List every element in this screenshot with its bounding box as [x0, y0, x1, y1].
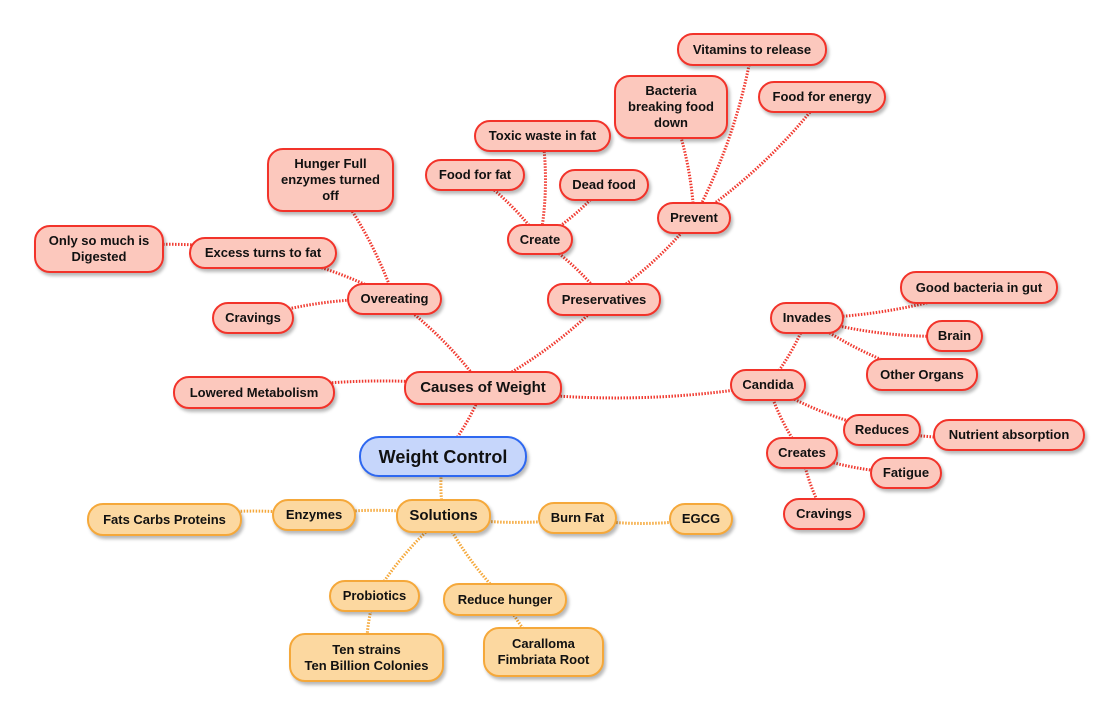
link-create-toxic_waste: [538, 135, 547, 240]
node-reduces[interactable]: Reduces: [843, 414, 921, 446]
node-creates[interactable]: Creates: [766, 437, 838, 469]
node-brain[interactable]: Brain: [926, 320, 983, 352]
node-probiotics[interactable]: Probiotics: [329, 580, 420, 612]
root-node-weight-control[interactable]: Weight Control: [359, 436, 527, 477]
node-bacteria-breaking-food-down[interactable]: Bacteria breaking food down: [614, 75, 728, 139]
node-fatigue[interactable]: Fatigue: [870, 457, 942, 489]
node-reduce-hunger[interactable]: Reduce hunger: [443, 583, 567, 616]
node-burn-fat[interactable]: Burn Fat: [538, 502, 617, 534]
node-fats-carbs-proteins[interactable]: Fats Carbs Proteins: [87, 503, 242, 536]
node-overeating[interactable]: Overeating: [347, 283, 442, 315]
link-solutions-burn_fat: [443, 514, 578, 524]
node-enzymes[interactable]: Enzymes: [272, 499, 356, 531]
node-lowered-metabolism[interactable]: Lowered Metabolism: [173, 376, 335, 409]
node-causes-of-weight[interactable]: Causes of Weight: [404, 371, 562, 405]
node-prevent[interactable]: Prevent: [657, 202, 731, 234]
node-vitamins-to-release[interactable]: Vitamins to release: [677, 33, 827, 66]
node-food-for-energy[interactable]: Food for energy: [758, 81, 886, 113]
node-only-so-much-is-digested[interactable]: Only so much is Digested: [34, 225, 164, 273]
node-preservatives[interactable]: Preservatives: [547, 283, 661, 316]
node-create[interactable]: Create: [507, 224, 573, 255]
node-candida[interactable]: Candida: [730, 369, 806, 401]
node-invades[interactable]: Invades: [770, 302, 844, 334]
node-other-organs[interactable]: Other Organs: [866, 358, 978, 391]
link-prevent-vitamins: [692, 49, 754, 219]
node-good-bacteria-in-gut[interactable]: Good bacteria in gut: [900, 271, 1058, 304]
node-hunger-full-enzymes-turned-off[interactable]: Hunger Full enzymes turned off: [267, 148, 394, 212]
node-cravings-candida[interactable]: Cravings: [783, 498, 865, 530]
node-solutions[interactable]: Solutions: [396, 499, 491, 533]
node-caralloma-fimbriata-root[interactable]: Caralloma Fimbriata Root: [483, 627, 604, 677]
node-nutrient-absorption[interactable]: Nutrient absorption: [933, 419, 1085, 451]
node-egcg[interactable]: EGCG: [669, 503, 733, 535]
node-food-for-fat[interactable]: Food for fat: [425, 159, 525, 191]
node-toxic-waste-in-fat[interactable]: Toxic waste in fat: [474, 120, 611, 152]
node-dead-food[interactable]: Dead food: [559, 169, 649, 201]
node-cravings[interactable]: Cravings: [212, 302, 294, 334]
node-excess-turns-to-fat[interactable]: Excess turns to fat: [189, 237, 337, 269]
node-ten-strains-ten-billion-colonies[interactable]: Ten strains Ten Billion Colonies: [289, 633, 444, 682]
